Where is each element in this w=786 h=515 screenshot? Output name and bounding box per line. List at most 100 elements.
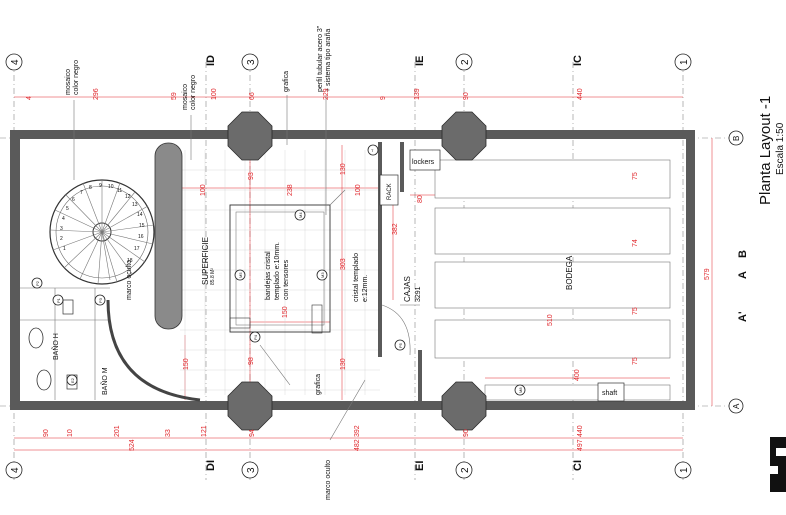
dim-interior: 238 [287, 184, 294, 196]
dim-interior: 150 [183, 358, 190, 370]
tag-p2: P1 [56, 297, 61, 303]
room-cajas-code: 3291 [415, 286, 422, 302]
dim-bottom-2: 497 [577, 439, 584, 451]
stair-number: 10 [108, 184, 114, 190]
stair-number: 9 [99, 183, 102, 189]
grid-label-4-bottom: 4 [10, 467, 21, 473]
stair-number: 8 [89, 185, 92, 191]
grid-label-2-top: 2 [460, 59, 471, 65]
outer-walls [10, 130, 695, 410]
grid-label-2-bottom: 2 [460, 467, 471, 473]
dim-interior: 75 [632, 307, 639, 315]
room-superficie-area: 85.8 M² [210, 268, 216, 285]
grid-letter-id: ID [205, 55, 217, 66]
tag-p4: P2 [35, 280, 40, 286]
tag-m5: M5 [238, 272, 243, 278]
dim-top: 59 [171, 92, 178, 100]
interior-walls [20, 142, 422, 402]
curved-wall [106, 142, 201, 402]
note-mosaico-2a: mosaico [182, 84, 189, 110]
column [227, 111, 273, 161]
room-superficie: SUPERFICIE [201, 237, 210, 285]
floor-tiles [180, 150, 380, 395]
dim-bottom-2: 524 [129, 439, 136, 451]
plan-title: Planta Layout -1 [757, 96, 774, 205]
dim-interior: 579 [704, 268, 711, 280]
room-lockers: lockers [412, 159, 435, 166]
dim-top: 139 [414, 88, 421, 100]
stair-number: 4 [62, 216, 65, 222]
room-cajas: CAJAS [403, 276, 412, 302]
note-grafica-top: grafica [283, 71, 290, 92]
stair-number: 13 [132, 202, 138, 208]
tag-m8: M8 [518, 387, 523, 393]
dim-top: 100 [211, 88, 218, 100]
note-bandejas-b: templado e:10mm. [274, 242, 281, 300]
note-cristal-b: e:12mm. [362, 275, 369, 302]
room-labels: SUPERFICIE 85.8 M² CAJAS 3291 BODEGA loc… [51, 159, 617, 397]
room-rack: RACK [387, 183, 393, 200]
element-tags: M5 M3 M4 M8 P5 P4 P3 P2 P1 E2 T [31, 144, 526, 396]
stair-number: 7 [80, 190, 83, 196]
stair-numbers: 1 2 3 4 5 6 7 8 9 10 11 12 13 14 15 16 1… [60, 183, 145, 264]
toilet-icon [28, 327, 44, 349]
room-bano-h: BAÑO H [51, 333, 60, 360]
tag-p5: P4 [253, 334, 258, 340]
dims-interior: 93 130 100 238 100 80 382 303 150 98 150… [183, 163, 711, 381]
tag-e2: E2 [70, 377, 75, 383]
stair-number: 2 [60, 236, 63, 242]
stair-number: 6 [72, 197, 75, 203]
grid-label-3-bottom: 3 [246, 467, 257, 473]
dim-bottom: 33 [165, 429, 172, 437]
dim-top: 296 [93, 88, 100, 100]
stair-number: 17 [134, 246, 140, 252]
dim-bottom: 90 [463, 429, 470, 437]
room-bodega: BODEGA [565, 255, 574, 290]
note-marco-oculto-bottom: marco oculto [325, 460, 332, 500]
annotations: mosaico color negro mosaico color negro … [65, 25, 369, 500]
dim-interior: 130 [340, 163, 347, 175]
dim-bottom: 121 [201, 425, 208, 437]
dim-top: 66 [249, 92, 256, 100]
note-bandejas-c: con tensores [283, 259, 290, 300]
section-marker-a-prime: A' [737, 311, 749, 322]
dim-interior: 130 [340, 358, 347, 370]
dim-interior: 303 [340, 258, 347, 270]
dim-interior: 150 [282, 306, 289, 318]
dim-bottom: 201 [114, 425, 121, 437]
logo-mark [770, 437, 786, 492]
dim-bottom: 440 [577, 425, 584, 437]
stair-number: 11 [117, 188, 122, 194]
dims-bottom: 90 10 201 33 121 94 392 90 440 524 482 4… [43, 425, 584, 451]
dim-interior: 75 [632, 172, 639, 180]
grid-label-3-top: 3 [246, 59, 257, 65]
dim-interior: 100 [355, 184, 362, 196]
dim-bottom-2: 482 [354, 439, 361, 451]
room-shaft: shaft [602, 390, 617, 397]
note-perfil-b: + sistema tipo araña [325, 29, 332, 92]
glass-display [229, 189, 346, 386]
structural-columns [227, 111, 487, 431]
tag-m3: M3 [320, 272, 325, 278]
note-mosaico-1b: color negro [73, 60, 80, 95]
dim-interior: 100 [200, 184, 207, 196]
stair-number: 1 [63, 246, 66, 252]
note-bandejas-a: bandejas cristal [265, 251, 272, 300]
dim-top: 90 [463, 92, 470, 100]
stair-number: 18 [127, 258, 133, 264]
grid-row-a: A [732, 403, 741, 409]
toilet-icon [36, 369, 52, 391]
dim-interior: 382 [392, 223, 399, 235]
grid-letter-ei: EI [414, 461, 426, 471]
note-cristal-a: cristal templado [353, 253, 360, 302]
dim-interior: 80 [417, 195, 424, 203]
grid-letter-ci: CI [572, 460, 584, 471]
dim-interior: 74 [632, 239, 639, 247]
column [441, 381, 487, 431]
note-grafica-bottom: grafica [315, 374, 322, 395]
column [227, 381, 273, 431]
dim-interior: 93 [248, 172, 255, 180]
dim-bottom: 90 [43, 429, 50, 437]
dim-top: 229 [323, 88, 330, 100]
